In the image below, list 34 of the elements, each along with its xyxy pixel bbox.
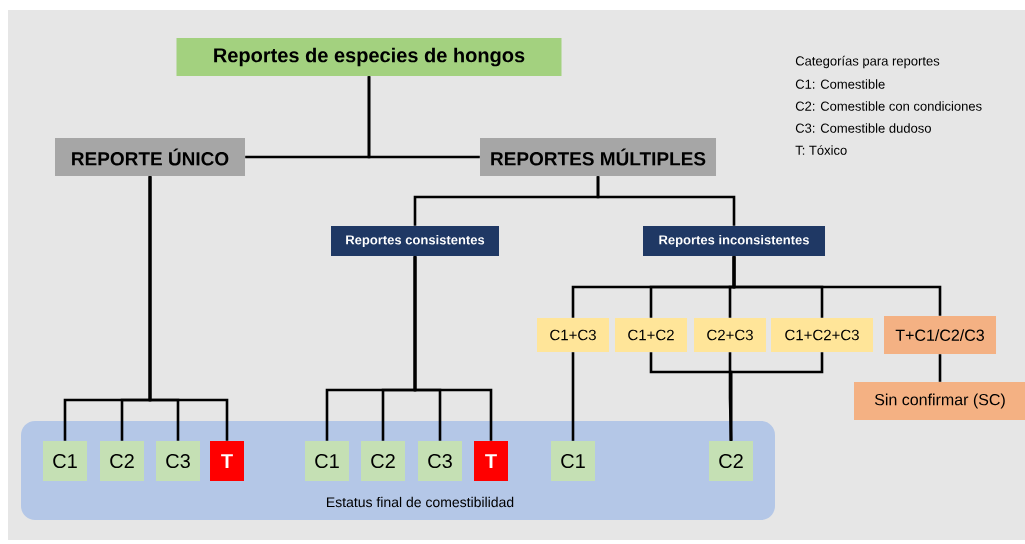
connector-line — [729, 352, 824, 441]
status-box: C2 — [361, 441, 405, 481]
status-box: C2 — [100, 441, 144, 481]
connector-line — [413, 256, 493, 441]
subcategory-box: Reportes inconsistentes — [643, 226, 825, 256]
status-box: T — [474, 441, 508, 481]
connector-line — [571, 352, 575, 441]
connector-line — [367, 76, 480, 159]
connector-line — [148, 176, 229, 441]
combination-box: C1+C2+C3 — [771, 318, 873, 352]
combination-box: C2+C3 — [694, 318, 766, 352]
combination-box: C1+C2 — [615, 318, 687, 352]
note-text: C1: Comestible — [795, 79, 885, 89]
note-text: T: Tóxico — [795, 145, 847, 155]
category-box: REPORTES MÚLTIPLES — [480, 138, 716, 176]
result-box: Sin confirmar (SC) — [854, 382, 1025, 420]
status-box: C3 — [418, 441, 462, 481]
combination-box: T+C1/C2/C3 — [884, 316, 996, 354]
status-box: C2 — [709, 441, 753, 481]
title-box: Reportes de especies de hongos — [176, 38, 562, 76]
status-box: T — [210, 441, 244, 481]
status-box: C3 — [156, 441, 200, 481]
status-box: C1 — [305, 441, 349, 481]
status-box: C1 — [43, 441, 87, 481]
category-box: REPORTE ÚNICO — [55, 138, 245, 176]
combination-box: C1+C3 — [537, 318, 609, 352]
subcategory-box: Reportes consistentes — [331, 226, 499, 256]
connector-line — [596, 176, 736, 226]
connector-line — [938, 354, 942, 382]
status-box: C1 — [551, 441, 595, 481]
note-text: C2: Comestible con condiciones — [795, 101, 982, 111]
note-text: Categorías para reportes — [795, 55, 940, 69]
note-text: C3: Comestible dudoso — [795, 123, 931, 133]
connector-line — [732, 256, 942, 316]
